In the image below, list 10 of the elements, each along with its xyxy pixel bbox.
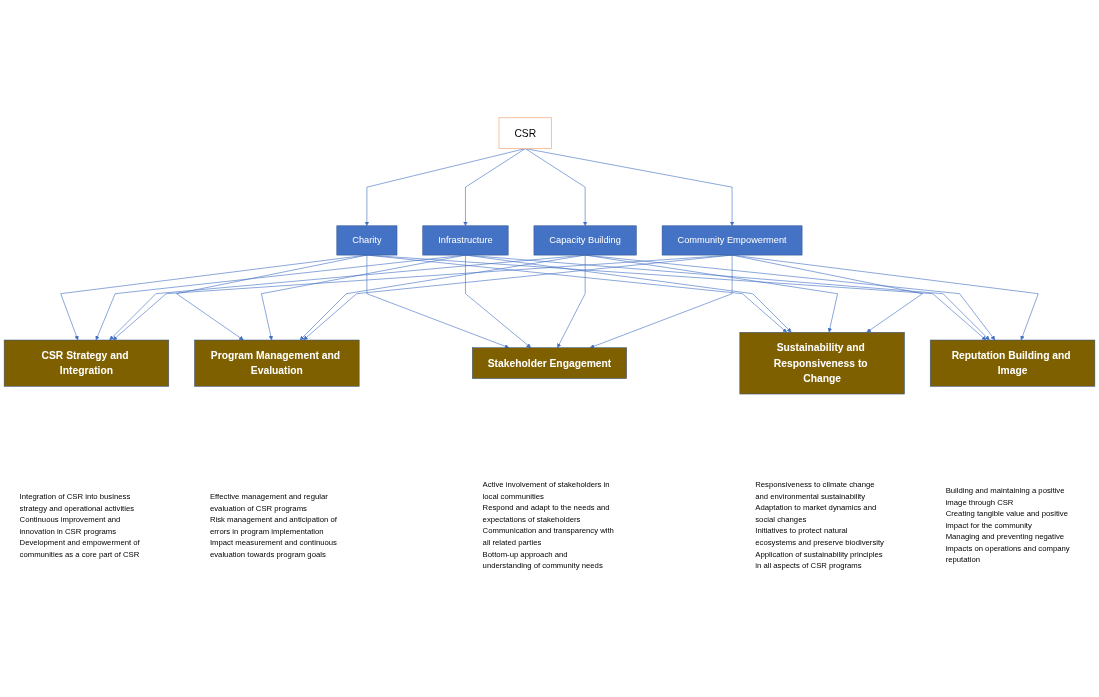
node-box: CSR Strategy and Integration [3, 339, 170, 387]
node-box: Charity [336, 225, 398, 256]
node-box: Reputation Building and Image [929, 339, 1096, 387]
node-box: Sustainability and Responsiveness to Change [739, 332, 905, 395]
node-box: Infrastructure [422, 225, 509, 256]
node-box: CSR [498, 117, 552, 149]
node-box: Program Management and Evaluation [194, 339, 360, 387]
node-box: Community Empowerment [661, 225, 803, 256]
node-box: Capacity Building [533, 225, 637, 256]
node-box: Stakeholder Engagement [472, 347, 627, 379]
